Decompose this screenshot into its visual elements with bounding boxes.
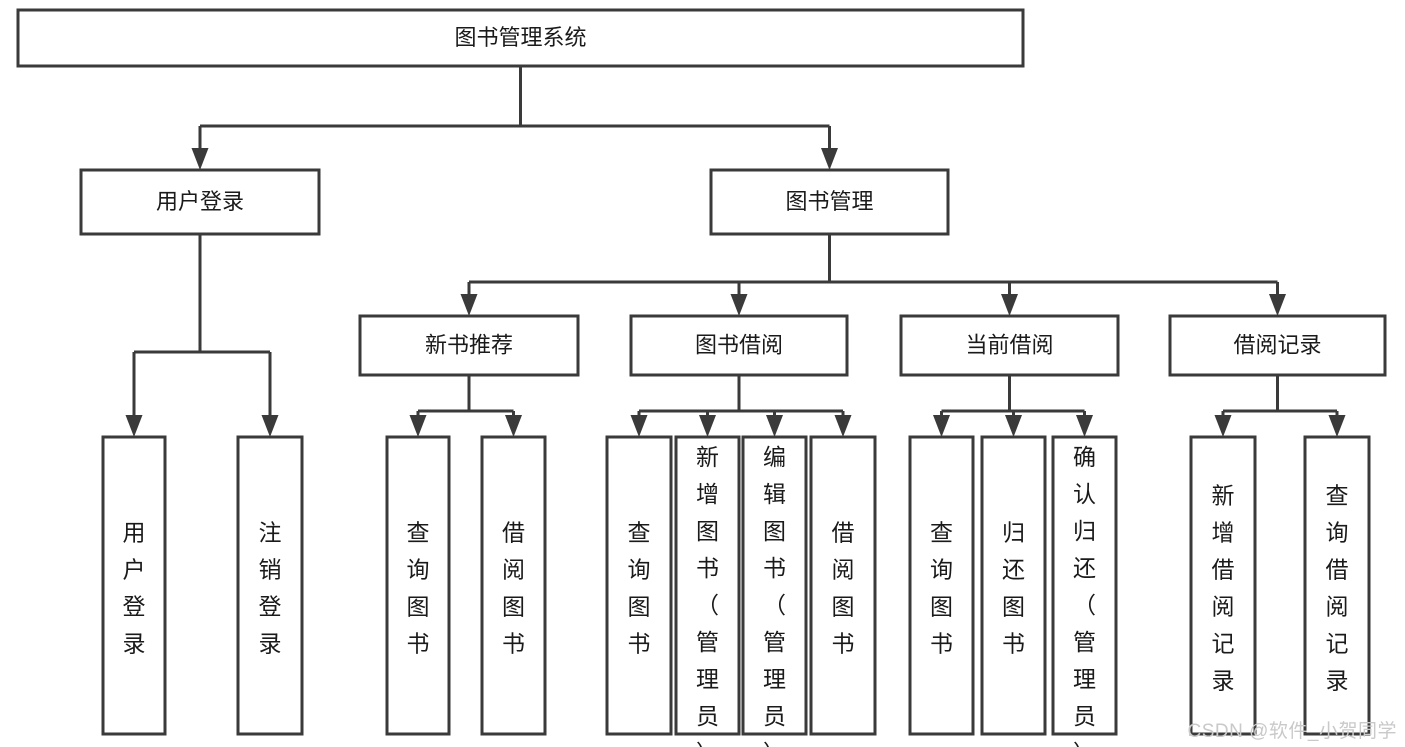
node-label: 新书推荐 — [425, 332, 513, 357]
node-box[interactable] — [79, 168, 321, 236]
node-box[interactable] — [358, 314, 580, 377]
node-current-borrow[interactable]: 当前借阅 — [899, 314, 1120, 377]
connector-group — [630, 375, 852, 437]
node-leaf-query-book-3[interactable]: 查询图书 — [908, 435, 975, 736]
node-leaf-user-login[interactable]: 用户登录 — [101, 435, 167, 736]
node-box[interactable] — [16, 8, 1025, 68]
node-new-book-rec[interactable]: 新书推荐 — [358, 314, 580, 377]
node-book-manage[interactable]: 图书管理 — [709, 168, 950, 236]
node-leaf-add-book[interactable]: 新增图书（管理员） — [674, 435, 741, 747]
arrow-head-icon — [933, 415, 950, 437]
node-box[interactable] — [629, 314, 849, 377]
arrow-head-icon — [505, 415, 522, 437]
arrow-head-icon — [1076, 415, 1093, 437]
node-box[interactable] — [1189, 435, 1257, 736]
node-box[interactable] — [385, 435, 451, 736]
node-box[interactable] — [980, 435, 1047, 736]
node-box[interactable] — [741, 435, 808, 736]
node-label: 图书管理系统 — [454, 25, 586, 50]
node-box[interactable] — [709, 168, 950, 236]
connector-group — [1214, 375, 1346, 437]
arrow-head-icon — [1001, 294, 1018, 316]
connector-group — [460, 234, 1286, 316]
node-label: 用户登录 — [123, 519, 146, 656]
connector-group — [409, 375, 522, 437]
node-label: 确认归还（管理员） — [1073, 444, 1096, 747]
arrow-head-icon — [409, 415, 427, 437]
node-label: 查询图书 — [628, 519, 651, 656]
connector-group — [191, 66, 838, 170]
node-box[interactable] — [605, 435, 673, 736]
node-leaf-query-record[interactable]: 查询借阅记录 — [1303, 435, 1371, 736]
arrow-head-icon — [730, 294, 748, 316]
arrow-head-icon — [821, 148, 838, 170]
node-label: 归还图书 — [1002, 519, 1025, 656]
node-label: 借阅图书 — [832, 519, 855, 656]
node-leaf-return-book[interactable]: 归还图书 — [980, 435, 1047, 736]
node-label: 用户登录 — [156, 189, 244, 214]
arrow-head-icon — [460, 294, 478, 316]
node-label: 查询图书 — [930, 519, 953, 656]
arrow-head-icon — [1005, 415, 1022, 437]
node-label: 图书借阅 — [695, 332, 783, 357]
node-leaf-query-book-2[interactable]: 查询图书 — [605, 435, 673, 736]
node-user-login[interactable]: 用户登录 — [79, 168, 321, 236]
connector-layer — [125, 66, 1346, 437]
arrow-head-icon — [699, 415, 716, 437]
node-box[interactable] — [101, 435, 167, 736]
node-box[interactable] — [480, 435, 547, 736]
arrow-head-icon — [1328, 415, 1346, 437]
node-box[interactable] — [1303, 435, 1371, 736]
node-label: 查询借阅记录 — [1326, 482, 1349, 693]
node-leaf-query-book-1[interactable]: 查询图书 — [385, 435, 451, 736]
node-label: 编辑图书（管理员） — [763, 444, 786, 747]
node-box[interactable] — [236, 435, 304, 736]
node-box[interactable] — [899, 314, 1120, 377]
node-box[interactable] — [1051, 435, 1118, 736]
arrow-head-icon — [1269, 294, 1286, 316]
arrow-head-icon — [630, 415, 648, 437]
node-box[interactable] — [908, 435, 975, 736]
node-label: 借阅记录 — [1233, 332, 1321, 357]
arrow-head-icon — [261, 415, 279, 437]
node-leaf-borrow-book-1[interactable]: 借阅图书 — [480, 435, 547, 736]
connector-group — [125, 234, 279, 437]
node-box[interactable] — [674, 435, 741, 736]
arrow-head-icon — [1214, 415, 1232, 437]
node-box[interactable] — [809, 435, 877, 736]
node-leaf-edit-book[interactable]: 编辑图书（管理员） — [741, 435, 808, 747]
node-book-borrow[interactable]: 图书借阅 — [629, 314, 849, 377]
node-leaf-user-logout[interactable]: 注销登录 — [236, 435, 304, 736]
arrow-head-icon — [125, 415, 143, 437]
node-label: 新增图书（管理员） — [696, 444, 719, 747]
node-label: 当前借阅 — [965, 332, 1053, 357]
node-box[interactable] — [1168, 314, 1387, 377]
node-label: 查询图书 — [407, 519, 430, 656]
node-label: 图书管理 — [785, 189, 873, 214]
arrow-head-icon — [834, 415, 852, 437]
node-leaf-borrow-book-2[interactable]: 借阅图书 — [809, 435, 877, 736]
node-borrow-record[interactable]: 借阅记录 — [1168, 314, 1387, 377]
arrow-head-icon — [766, 415, 783, 437]
arrow-head-icon — [191, 148, 209, 170]
node-label: 新增借阅记录 — [1212, 482, 1235, 693]
node-leaf-add-record[interactable]: 新增借阅记录 — [1189, 435, 1257, 736]
node-layer: 图书管理系统用户登录图书管理新书推荐图书借阅当前借阅借阅记录用户登录注销登录查询… — [16, 8, 1387, 747]
node-leaf-confirm-return[interactable]: 确认归还（管理员） — [1051, 435, 1118, 747]
node-label: 注销登录 — [259, 519, 282, 656]
node-label: 借阅图书 — [502, 519, 525, 656]
node-root[interactable]: 图书管理系统 — [16, 8, 1025, 68]
connector-group — [933, 375, 1093, 437]
